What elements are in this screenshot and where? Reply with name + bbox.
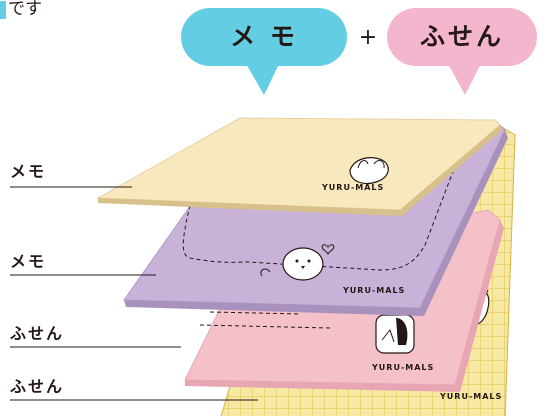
bubble-sticky-tail [447,62,482,95]
layer-cream-memo: YURU-MALS [96,117,502,216]
pink-dashed-line-2 [209,311,301,315]
label-memo-1: メモ [10,162,47,181]
brand-label-cream: YURU-MALS [321,183,384,192]
label-memo-2: メモ [10,252,47,271]
label-sticky-1: ふせん [10,324,65,343]
bubble-memo: メ モ [181,8,347,95]
bubble-sticky-body [387,8,537,66]
label-sticky-2: ふせん [10,377,65,396]
pink-dashed-line-1 [199,324,331,329]
bubble-memo-body [181,8,347,66]
bubble-memo-text: メ モ [230,22,298,51]
plus-sign: + [359,25,377,50]
bird-sketch-purple [260,244,335,281]
brand-label-grid: YURU-MALS [439,392,502,401]
caption-text: です [0,0,42,19]
cat-sketch-pink [375,314,415,354]
caption-label: です [8,0,42,19]
leader-lines [10,186,258,401]
caption-highlight [0,0,6,19]
bubble-memo-tail [245,62,280,95]
brand-label-purple: YURU-MALS [342,286,405,295]
brand-label-pink: YURU-MALS [371,363,434,372]
purple-dashed-outline [182,139,466,271]
rabbit-sketch-cream [349,157,389,185]
bubble-sticky: ふせん [387,8,537,95]
bubble-sticky-text: ふせん [420,22,504,51]
